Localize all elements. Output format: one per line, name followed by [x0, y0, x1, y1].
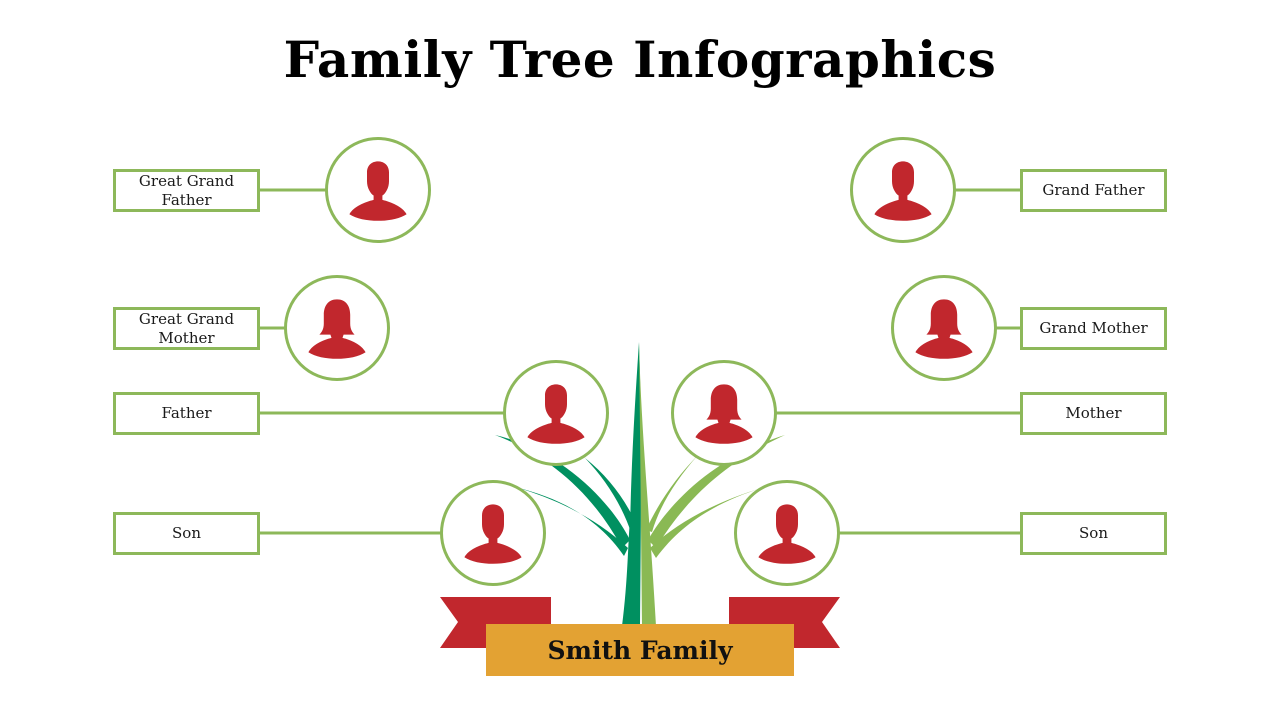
label-father: Father	[113, 392, 260, 435]
label-great-grand-father: Great Grand Father	[113, 169, 260, 212]
male-avatar-icon	[349, 161, 407, 221]
avatar-great-grand-father	[325, 137, 431, 243]
connector-lines	[260, 188, 1021, 535]
tree-trunk-light	[639, 342, 785, 626]
label-son-right: Son	[1020, 512, 1167, 555]
label-grand-mother: Grand Mother	[1020, 307, 1167, 350]
male-avatar-icon	[874, 161, 932, 221]
male-avatar-icon	[464, 504, 522, 564]
family-name-banner: Smith Family	[486, 624, 794, 676]
label-great-grand-mother: Great Grand Mother	[113, 307, 260, 350]
female-avatar-icon	[695, 384, 753, 444]
avatar-grand-mother	[891, 275, 997, 381]
page-title: Family Tree Infographics	[283, 30, 997, 89]
avatar-mother	[671, 360, 777, 466]
tree-trunk-dark	[495, 342, 641, 626]
avatar-grand-father	[850, 137, 956, 243]
label-mother: Mother	[1020, 392, 1167, 435]
female-avatar-icon	[915, 299, 973, 359]
label-grand-father: Grand Father	[1020, 169, 1167, 212]
avatar-son-left	[440, 480, 546, 586]
avatar-great-grand-mother	[284, 275, 390, 381]
label-son-left: Son	[113, 512, 260, 555]
male-avatar-icon	[527, 384, 585, 444]
female-avatar-icon	[308, 299, 366, 359]
male-avatar-icon	[758, 504, 816, 564]
avatar-father	[503, 360, 609, 466]
avatar-son-right	[734, 480, 840, 586]
